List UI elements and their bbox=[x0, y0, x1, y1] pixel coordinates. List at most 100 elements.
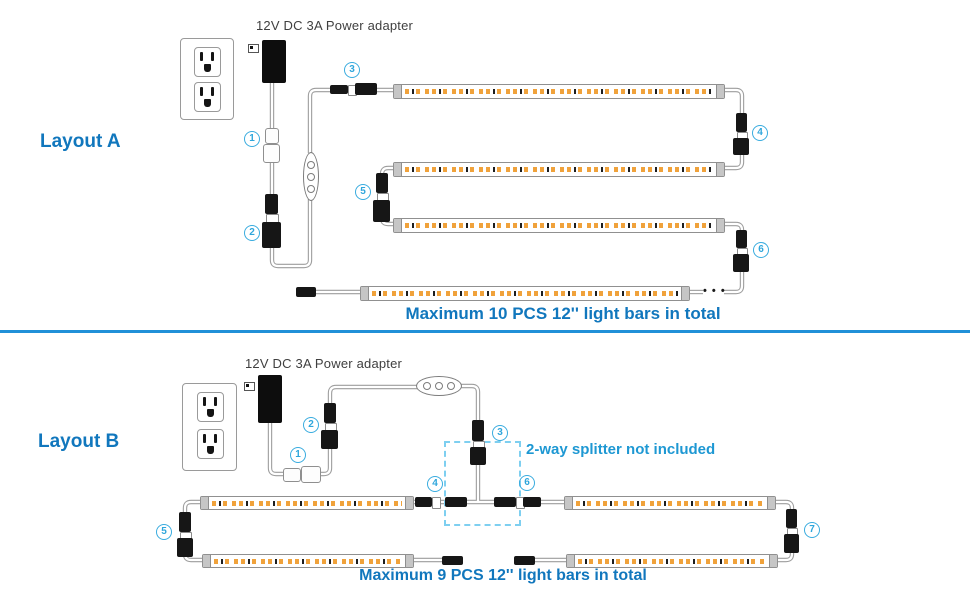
bar-end-cap bbox=[681, 287, 689, 300]
callout-5b: 5 bbox=[156, 524, 172, 540]
switch-button bbox=[307, 172, 315, 181]
layout-a-title: Layout A bbox=[40, 131, 121, 152]
connector-4b-collar bbox=[432, 497, 441, 509]
callout-6a: 6 bbox=[753, 242, 769, 258]
led-strip bbox=[214, 558, 402, 564]
outlet-receptacle bbox=[197, 392, 224, 422]
led-strip bbox=[405, 167, 713, 172]
outlet-receptacle bbox=[194, 82, 221, 112]
led-strip bbox=[578, 558, 766, 564]
connector-4a-plug bbox=[736, 113, 747, 132]
power-adapter bbox=[262, 40, 286, 83]
outlet-slot bbox=[200, 87, 203, 96]
bar-end-cap bbox=[405, 555, 413, 567]
bar-end-cap bbox=[716, 219, 724, 232]
bar-end-cap bbox=[394, 219, 402, 232]
callout-4a: 4 bbox=[752, 125, 768, 141]
light-bar bbox=[200, 496, 414, 510]
connector-7b-socket bbox=[784, 534, 799, 553]
connector-1b-socket bbox=[301, 466, 321, 483]
bar-end-cap bbox=[769, 555, 777, 567]
bar-end-cap bbox=[405, 497, 413, 509]
adapter-label-a: 12V DC 3A Power adapter bbox=[256, 18, 414, 33]
led-strip bbox=[405, 89, 713, 94]
splitter-left-arm bbox=[445, 497, 467, 507]
callout-2a: 2 bbox=[244, 225, 260, 241]
led-strip bbox=[212, 500, 402, 506]
light-bar bbox=[393, 218, 725, 233]
connector-6a-plug bbox=[736, 230, 747, 248]
bar-end-cap bbox=[361, 287, 369, 300]
outlet-slot bbox=[214, 434, 217, 443]
outlet-slot bbox=[214, 397, 217, 406]
outlet-slot bbox=[211, 87, 214, 96]
outlet-slot bbox=[211, 52, 214, 61]
switch-button bbox=[307, 160, 315, 169]
adapter-label-b: 12V DC 3A Power adapter bbox=[245, 356, 403, 371]
connector-3b-socket bbox=[470, 447, 486, 465]
connector-2a-plug bbox=[265, 194, 278, 214]
callout-1a: 1 bbox=[244, 131, 260, 147]
connector-5b-plug bbox=[179, 512, 191, 532]
connector-2a-socket bbox=[262, 222, 281, 248]
bar-end-plug bbox=[514, 556, 535, 565]
connector-2b-socket bbox=[321, 430, 338, 449]
bar-end-cap bbox=[201, 497, 209, 509]
bar-end-cap bbox=[716, 163, 724, 176]
adapter-prong bbox=[248, 44, 259, 53]
light-bar bbox=[564, 496, 776, 510]
light-bar bbox=[360, 286, 690, 301]
led-strip bbox=[372, 291, 678, 296]
outlet-ground-hole bbox=[207, 446, 214, 454]
callout-4b: 4 bbox=[427, 476, 443, 492]
connector-2b-plug bbox=[324, 403, 336, 423]
bar-end-plug bbox=[296, 287, 316, 297]
layout-b-caption: Maximum 9 PCS 12'' light bars in total bbox=[359, 567, 647, 584]
power-outlet bbox=[182, 383, 237, 471]
layout-a-caption: Maximum 10 PCS 12'' light bars in total bbox=[405, 304, 721, 323]
callout-2b: 2 bbox=[303, 417, 319, 433]
connector-5a-plug bbox=[376, 173, 388, 193]
callout-3a: 3 bbox=[344, 62, 360, 78]
callout-3b: 3 bbox=[492, 425, 508, 441]
outlet-slot bbox=[203, 434, 206, 443]
light-bar bbox=[393, 84, 725, 99]
connector-1a-plug bbox=[265, 128, 279, 144]
switch-button bbox=[447, 382, 455, 390]
light-bar bbox=[202, 554, 414, 568]
bar-end-cap bbox=[394, 85, 402, 98]
callout-6b: 6 bbox=[519, 475, 535, 491]
connector-4b-plug bbox=[415, 497, 432, 507]
outlet-receptacle bbox=[197, 429, 224, 459]
dimmer-switch bbox=[303, 152, 319, 201]
splitter-note: 2-way splitter not included bbox=[526, 441, 716, 458]
connector-1b-plug bbox=[283, 468, 301, 482]
continuation-dots: • • • bbox=[703, 285, 726, 297]
led-strip bbox=[405, 223, 713, 228]
switch-button bbox=[423, 382, 431, 390]
connector-3b-plug bbox=[472, 420, 484, 441]
outlet-slot bbox=[200, 52, 203, 61]
bar-end-cap bbox=[565, 497, 573, 509]
dimmer-switch bbox=[416, 376, 462, 396]
outlet-slot bbox=[203, 397, 206, 406]
connector-5b-socket bbox=[177, 538, 193, 557]
bar-end-cap bbox=[567, 555, 575, 567]
section-divider bbox=[0, 330, 970, 333]
connector-4a-socket bbox=[733, 138, 749, 155]
bar-end-cap bbox=[394, 163, 402, 176]
callout-1b: 1 bbox=[290, 447, 306, 463]
bar-end-cap bbox=[767, 497, 775, 509]
connector-6b-plug bbox=[523, 497, 541, 507]
outlet-ground-hole bbox=[204, 64, 211, 72]
callout-7b: 7 bbox=[804, 522, 820, 538]
led-strip bbox=[576, 500, 764, 506]
power-adapter bbox=[258, 375, 282, 423]
connector-5a-socket bbox=[373, 200, 390, 222]
outlet-ground-hole bbox=[207, 409, 214, 417]
bar-end-plug bbox=[442, 556, 463, 565]
connector-3a-plug bbox=[330, 85, 348, 94]
layout-b-title: Layout B bbox=[38, 431, 120, 452]
light-bar bbox=[566, 554, 778, 568]
